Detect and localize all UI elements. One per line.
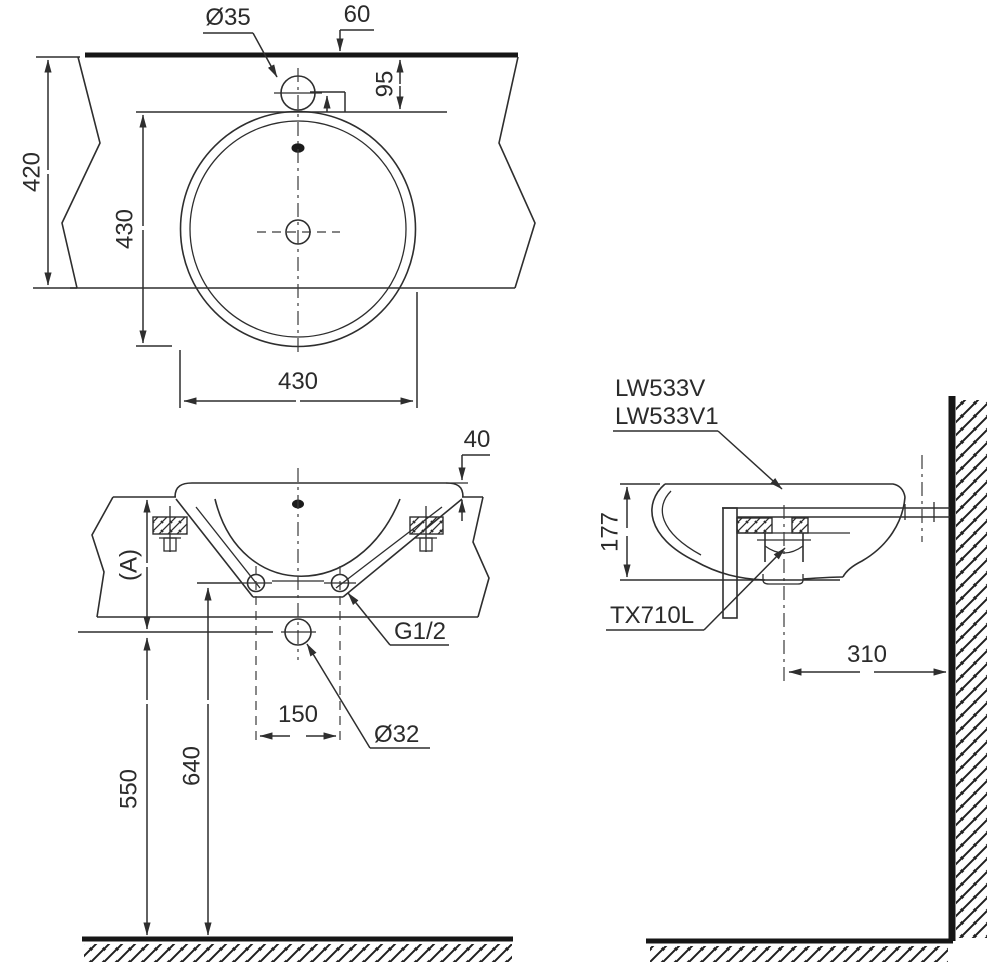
bowl-wall-inner-left <box>195 506 261 589</box>
dim-95-label: 95 <box>371 71 398 98</box>
dim-150-label: 150 <box>278 701 318 728</box>
basin-underside-left <box>694 560 766 581</box>
leader-trap-arrow <box>703 547 786 631</box>
break-line-left <box>61 56 101 289</box>
basin-left-inner <box>661 490 702 556</box>
dim-640-label: 640 <box>178 746 205 786</box>
leader-g12-arrow <box>347 592 391 646</box>
bowl-inner-rim <box>189 120 407 338</box>
bowl-shell-left <box>175 498 254 598</box>
floor-hatch <box>84 944 512 962</box>
dim-177-label: 177 <box>596 512 623 552</box>
overflow-hole <box>291 143 305 153</box>
break-line-left <box>91 496 114 618</box>
floor-hatch <box>650 946 948 962</box>
dim-550-label: 550 <box>115 769 142 809</box>
break-line-right <box>498 56 536 289</box>
bolt-left-nut <box>163 537 177 552</box>
label-model-1: LW533V <box>615 375 705 402</box>
label-trap: TX710L <box>610 602 694 629</box>
wall-bracket <box>722 507 738 619</box>
basin-left-profile <box>651 483 696 562</box>
basin-right-profile <box>842 496 906 578</box>
dim-40-label: 40 <box>464 426 491 453</box>
side-view: 177 310 LW533V LW533V1 TX710L <box>596 375 987 962</box>
bowl-shell-right <box>342 498 463 598</box>
leader-d32-arrow <box>306 643 371 749</box>
top-view: 420 430 430 95 60 Ø35 <box>18 1 536 408</box>
dim-430v-label: 430 <box>111 209 138 249</box>
bolt-right-nut <box>419 537 433 552</box>
label-g12: G1/2 <box>394 618 446 645</box>
break-line-right <box>472 496 490 618</box>
leader-model-arrow <box>717 430 783 490</box>
bowl-interior <box>214 498 401 577</box>
basin-top-profile <box>665 483 906 498</box>
front-view: (A) 550 640 150 40 G1/2 Ø32 <box>78 426 513 962</box>
counter-section-right <box>791 517 809 534</box>
dim-A-label: (A) <box>115 549 142 581</box>
dim-310-label: 310 <box>847 641 887 668</box>
wall-hatch <box>956 400 987 938</box>
basin-underside-right <box>802 576 844 580</box>
counter-section-left <box>736 517 773 534</box>
dim-430h-label: 430 <box>278 368 318 395</box>
basin-rim <box>174 482 464 498</box>
label-model-2: LW533V1 <box>615 403 719 430</box>
label-d32: Ø32 <box>374 721 419 748</box>
dim-60-label: 60 <box>344 1 371 28</box>
leader-faucet-arrow <box>252 32 278 78</box>
dim-420-label: 420 <box>18 152 45 192</box>
trap-outlet <box>762 574 804 585</box>
dim-faucet-label: Ø35 <box>205 4 250 31</box>
